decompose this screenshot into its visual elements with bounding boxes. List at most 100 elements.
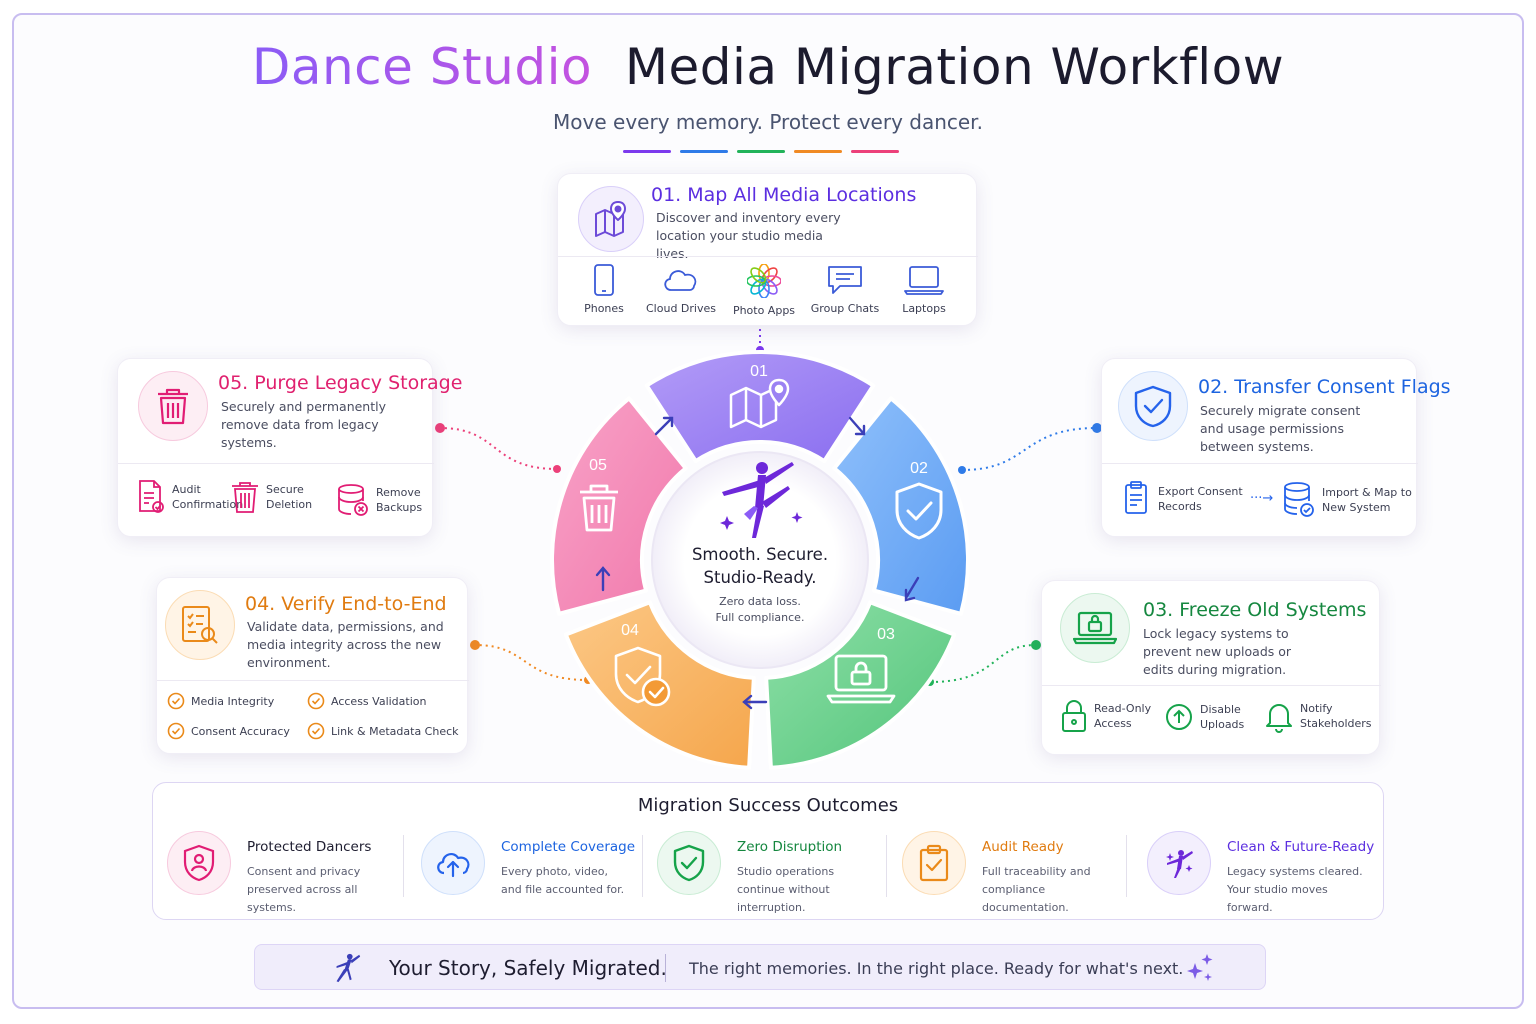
media-label-photo-apps: Photo Apps bbox=[732, 304, 796, 317]
outcome-clean-future-ready: Clean & Future-Ready Legacy systems clea… bbox=[1135, 831, 1375, 914]
step-02-description: Securely migrate consent and usage permi… bbox=[1200, 403, 1361, 454]
outcome-complete-coverage: Complete Coverage Every photo, video, an… bbox=[409, 831, 649, 911]
sub-access-validation: Access Validation bbox=[307, 692, 426, 710]
page-subtitle: Move every memory. Protect every dancer. bbox=[553, 110, 983, 134]
sub-audit-confirmation: Audit Confirmation bbox=[136, 479, 243, 515]
step-04-description: Validate data, permissions, and media in… bbox=[247, 619, 444, 670]
segment-label-05: 05 bbox=[589, 457, 607, 474]
media-label-group-chats: Group Chats bbox=[810, 302, 880, 315]
step-02-title: 02. Transfer Consent Flags bbox=[1198, 376, 1451, 398]
sub-export-consent: Export Consent Records bbox=[1122, 481, 1243, 517]
outcome-title-2: Zero Disruption bbox=[737, 839, 843, 855]
document-check-icon bbox=[1125, 481, 1147, 514]
sub-label-secure-deletion: Secure Deletion bbox=[266, 483, 313, 511]
shield-verify-icon bbox=[614, 646, 671, 707]
dancer-icon bbox=[336, 953, 361, 983]
document-check-icon bbox=[139, 480, 164, 513]
step-05-title: 05. Purge Legacy Storage bbox=[218, 372, 463, 394]
sub-label-media-integrity: Media Integrity bbox=[191, 694, 275, 708]
media-label-cloud-drives: Cloud Drives bbox=[646, 302, 716, 315]
cloud-icon bbox=[664, 270, 697, 291]
sub-import-map: Import & Map to New System bbox=[1282, 481, 1412, 519]
outcome-desc-0: Consent and privacy preserved across all… bbox=[247, 865, 361, 914]
step-01-description: Discover and inventory every location yo… bbox=[656, 210, 841, 261]
outcomes-panel: Migration Success Outcomes Protected Dan… bbox=[152, 782, 1384, 920]
sub-read-only: Read-Only Access bbox=[1060, 699, 1151, 733]
laptop-lock-icon bbox=[826, 654, 896, 704]
sub-label-notify-stakeholders: Notify Stakeholders bbox=[1300, 702, 1372, 730]
media-item-group-chats: Group Chats bbox=[807, 264, 883, 315]
sub-notify-stakeholders: Notify Stakeholders bbox=[1264, 699, 1372, 733]
sub-label-consent-accuracy: Consent Accuracy bbox=[191, 724, 290, 738]
segment-label-03: 03 bbox=[877, 626, 895, 643]
outcome-title-1: Complete Coverage bbox=[501, 839, 636, 855]
step-01-title: 01. Map All Media Locations bbox=[651, 184, 917, 206]
sub-label-remove-backups: Remove Backups bbox=[376, 486, 423, 514]
outcome-title-4: Clean & Future-Ready bbox=[1227, 839, 1375, 855]
center-headline: Smooth. Secure. Studio-Ready. bbox=[660, 543, 860, 589]
chat-bubble-icon bbox=[828, 266, 862, 294]
segment-label-04: 04 bbox=[621, 622, 639, 639]
page-title: Dance Studio Media Migration Workflow bbox=[0, 38, 1536, 96]
check-circle-icon bbox=[307, 722, 325, 740]
laptop-icon bbox=[904, 266, 944, 295]
sub-secure-deletion: Secure Deletion bbox=[230, 480, 312, 514]
center-headline-line2: Studio-Ready. bbox=[703, 568, 817, 587]
laptop-lock-icon bbox=[1060, 593, 1130, 663]
photos-flower-icon bbox=[747, 264, 781, 298]
footer-subtext: The right memories. In the right place. … bbox=[689, 959, 1184, 978]
sub-consent-accuracy: Consent Accuracy bbox=[167, 722, 290, 740]
trash-icon bbox=[232, 482, 258, 513]
dancer-icon bbox=[722, 462, 794, 538]
arrow-right-icon: ···→ bbox=[1250, 491, 1274, 506]
outcome-zero-disruption: Zero Disruption Studio operations contin… bbox=[645, 831, 885, 914]
center-caption-line1: Zero data loss. bbox=[719, 595, 801, 608]
outcome-title-0: Protected Dancers bbox=[247, 839, 372, 855]
media-item-cloud-drives: Cloud Drives bbox=[643, 264, 719, 315]
check-circle-icon bbox=[167, 722, 185, 740]
wheel-segment-02 bbox=[832, 396, 970, 616]
shield-check-icon bbox=[657, 831, 721, 895]
check-circle-icon bbox=[167, 692, 185, 710]
shield-check-icon bbox=[1118, 371, 1188, 441]
database-check-icon bbox=[1284, 482, 1314, 517]
outcome-desc-4: Legacy systems cleared. Your studio move… bbox=[1227, 865, 1363, 914]
media-item-phones: Phones bbox=[566, 264, 642, 315]
media-item-laptops: Laptops bbox=[886, 264, 962, 315]
media-label-phones: Phones bbox=[584, 302, 624, 315]
map-icon bbox=[729, 378, 790, 429]
sub-label-audit-confirmation: Audit Confirmation bbox=[172, 483, 244, 511]
trash-icon bbox=[580, 484, 618, 532]
center-caption: Zero data loss. Full compliance. bbox=[660, 594, 860, 626]
step-card-02: 02. Transfer Consent Flags Securely migr… bbox=[1101, 358, 1451, 537]
step-card-04: 04. Verify End-to-End Validate data, per… bbox=[156, 577, 469, 754]
sub-link-metadata: Link & Metadata Check bbox=[307, 722, 459, 740]
footer-banner: Your Story, Safely Migrated. The right m… bbox=[254, 944, 1266, 990]
wheel-segment-05 bbox=[550, 396, 688, 616]
outcome-desc-2: Studio operations continue without inter… bbox=[737, 865, 835, 914]
footer-tagline: Your Story, Safely Migrated. bbox=[389, 956, 667, 980]
checklist-search-icon bbox=[165, 590, 235, 660]
sub-remove-backups: Remove Backups bbox=[336, 483, 422, 517]
clipboard-check-icon bbox=[902, 831, 966, 895]
title-main: Media Migration Workflow bbox=[624, 38, 1285, 96]
database-remove-icon bbox=[338, 484, 368, 516]
sub-label-link-metadata: Link & Metadata Check bbox=[331, 724, 459, 738]
bell-icon bbox=[1266, 704, 1292, 733]
outcomes-title: Migration Success Outcomes bbox=[637, 795, 899, 816]
media-label-laptops: Laptops bbox=[902, 302, 946, 315]
step-05-description: Securely and permanently remove data fro… bbox=[221, 399, 386, 450]
outcome-desc-1: Every photo, video, and file accounted f… bbox=[501, 865, 625, 896]
sub-label-export-consent: Export Consent Records bbox=[1158, 485, 1243, 513]
dancer-sparkle-icon bbox=[1147, 831, 1211, 895]
outcome-audit-ready: Audit Ready Full traceability and compli… bbox=[890, 831, 1130, 914]
cloud-upload-icon bbox=[421, 831, 485, 895]
sub-label-import-map: Import & Map to New System bbox=[1322, 486, 1412, 514]
step-card-01: 01. Map All Media Locations Discover and… bbox=[557, 173, 978, 326]
center-headline-line1: Smooth. Secure. bbox=[691, 545, 829, 564]
sparkle-icon bbox=[1187, 954, 1213, 981]
map-pin-icon bbox=[578, 186, 644, 252]
sub-label-disable-uploads: Disable Uploads bbox=[1200, 703, 1245, 731]
sub-label-read-only: Read-Only Access bbox=[1094, 702, 1152, 730]
